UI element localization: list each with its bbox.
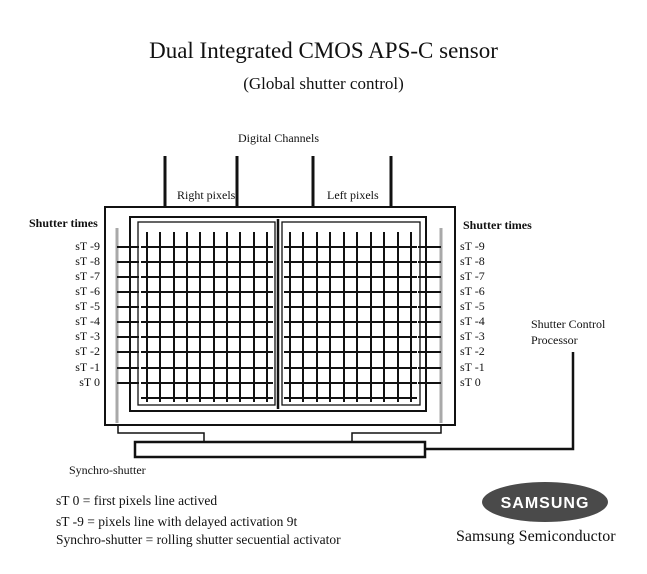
processor-connection-line bbox=[425, 352, 575, 451]
legend-line-1: sT 0 = first pixels line actived bbox=[56, 493, 218, 508]
shutter-label-right: sT -7 bbox=[460, 269, 485, 283]
page-title: Dual Integrated CMOS APS-C sensor bbox=[149, 38, 498, 63]
shutter-label-left: sT -6 bbox=[75, 284, 100, 298]
pixel-grid bbox=[141, 232, 417, 402]
shutter-times-right-label: Shutter times bbox=[463, 218, 532, 232]
shutter-label-left: sT -2 bbox=[75, 344, 100, 358]
company-label: Samsung Semiconductor bbox=[456, 528, 616, 545]
shutter-label-right: sT 0 bbox=[460, 375, 481, 389]
synchro-shutter-label: Synchro-shutter bbox=[69, 463, 146, 477]
shutter-label-right: sT -3 bbox=[460, 329, 485, 343]
shutter-label-left: sT -4 bbox=[75, 314, 100, 328]
right-pixel-panel bbox=[137, 221, 276, 406]
shutter-ticks bbox=[117, 246, 441, 384]
shutter-label-left: sT -7 bbox=[75, 269, 100, 283]
shutter-label-left: sT 0 bbox=[79, 375, 100, 389]
shutter-label-left: sT -5 bbox=[75, 299, 100, 313]
left-pixel-panel bbox=[281, 221, 421, 406]
shutter-label-left: sT -9 bbox=[75, 239, 100, 253]
right-pixels-label: Right pixels bbox=[177, 188, 236, 202]
legend-line-2: sT -9 = pixels line with delayed activat… bbox=[56, 514, 298, 529]
digital-channel-lines bbox=[163, 156, 393, 207]
shutter-label-right: sT -2 bbox=[460, 344, 485, 358]
shutter-times-left-label: Shutter times bbox=[29, 216, 98, 230]
digital-channels-label: Digital Channels bbox=[238, 131, 319, 145]
pixel-array-frame bbox=[129, 216, 427, 412]
legend-line-3: Synchro-shutter = rolling shutter secuen… bbox=[56, 532, 341, 547]
shutter-label-right: sT -4 bbox=[460, 314, 485, 328]
left-pixels-label: Left pixels bbox=[327, 188, 379, 202]
shutter-label-left: sT -8 bbox=[75, 254, 100, 268]
shutter-label-left: sT -3 bbox=[75, 329, 100, 343]
sensor-package bbox=[104, 206, 456, 426]
synchro-shutter-bar bbox=[133, 440, 427, 459]
shutter-control-label-line2: Processor bbox=[531, 333, 578, 347]
shutter-label-right: sT -9 bbox=[460, 239, 485, 253]
shutter-label-right: sT -1 bbox=[460, 360, 485, 374]
page-subtitle: (Global shutter control) bbox=[243, 74, 404, 93]
shutter-label-left: sT -1 bbox=[75, 360, 100, 374]
sensor-bracket bbox=[117, 425, 442, 442]
shutter-control-label-line1: Shutter Control bbox=[531, 317, 606, 331]
shutter-label-right: sT -6 bbox=[460, 284, 485, 298]
shutter-label-right: sT -5 bbox=[460, 299, 485, 313]
samsung-logo-text: SAMSUNG bbox=[501, 495, 590, 512]
samsung-logo bbox=[482, 482, 608, 522]
shutter-label-right: sT -8 bbox=[460, 254, 485, 268]
